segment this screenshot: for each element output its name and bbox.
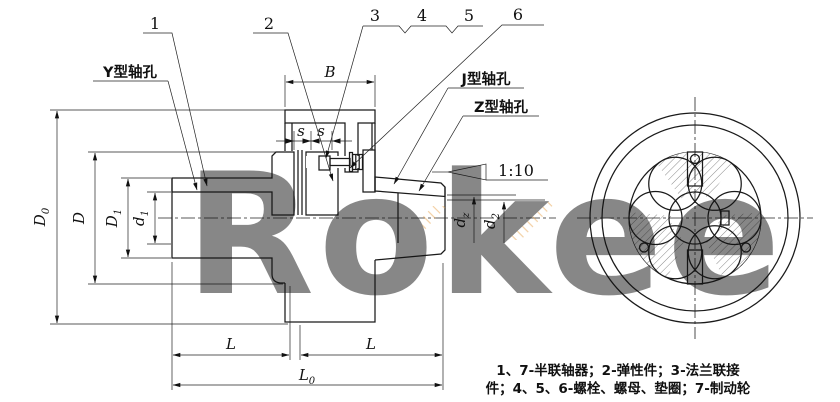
watermark: Rokee: [185, 137, 785, 333]
bolt-holes: [638, 153, 752, 253]
dim-dz-label: dz: [451, 212, 472, 228]
caption-line-1: 1、7-半联轴器；2-弹性件；3-法兰联接: [496, 362, 740, 379]
caption: 1、7-半联轴器；2-弹性件；3-法兰联接 件；4、5、6-螺栓、螺母、垫圈；7…: [486, 362, 751, 397]
callout-2: 2: [264, 14, 274, 33]
label-y-bore: Y型轴孔: [102, 63, 157, 81]
watermark-text: Rokee: [185, 137, 785, 333]
extension-lines: [50, 75, 545, 390]
end-view: [577, 97, 813, 339]
taper-annotation: 1:10: [432, 161, 548, 181]
dim-L0-label: L0: [298, 366, 316, 387]
dim-d1-label: d1: [130, 210, 151, 226]
dim-B-label: B: [323, 63, 335, 81]
flange-disc-external: [284, 260, 376, 323]
flange-plate-section: [305, 151, 339, 216]
dim-D1-label: D1: [103, 209, 124, 228]
dim-d2-label: d2: [481, 213, 502, 229]
label-z-bore: Z型轴孔: [474, 98, 529, 116]
dimension-lines: [54, 79, 507, 388]
callouts: 1 2 3 4 5 6 Y型轴孔 J型轴孔 Z型轴孔: [93, 5, 544, 192]
callout-6: 6: [513, 5, 523, 24]
watermark-orange-stripe: [508, 202, 556, 240]
callout-4: 4: [417, 6, 427, 25]
taper-label: 1:10: [498, 161, 534, 180]
callout-5: 5: [464, 6, 474, 25]
left-hub-section: [171, 151, 295, 216]
elastic-spider-lobes: [628, 156, 762, 280]
dim-D-label: D: [70, 212, 88, 225]
caption-line-2: 件；4、5、6-螺栓、螺母、垫圈；7-制动轮: [486, 380, 751, 397]
right-hub-external: [374, 187, 446, 261]
dim-s-left-label: s: [297, 122, 305, 140]
left-hub-external: [171, 178, 285, 284]
watermark-orange-stripe: [405, 206, 447, 236]
dim-s-right-label: s: [317, 122, 325, 140]
leader-lines: [93, 24, 544, 192]
callout-1: 1: [150, 14, 160, 33]
side-section-view: [158, 109, 556, 323]
s-dim-arrows: [285, 138, 341, 144]
dim-L-right-label: L: [365, 335, 376, 353]
callout-3: 3: [370, 6, 380, 25]
elastic-element-section: [284, 109, 376, 173]
dim-L-left-label: L: [225, 335, 236, 353]
dim-D0-label: D0: [31, 207, 52, 227]
dimensions: 1:10 D0 D D1 d1 B s s L L L0 dz d2: [31, 63, 548, 390]
label-j-bore: J型轴孔: [461, 70, 511, 88]
